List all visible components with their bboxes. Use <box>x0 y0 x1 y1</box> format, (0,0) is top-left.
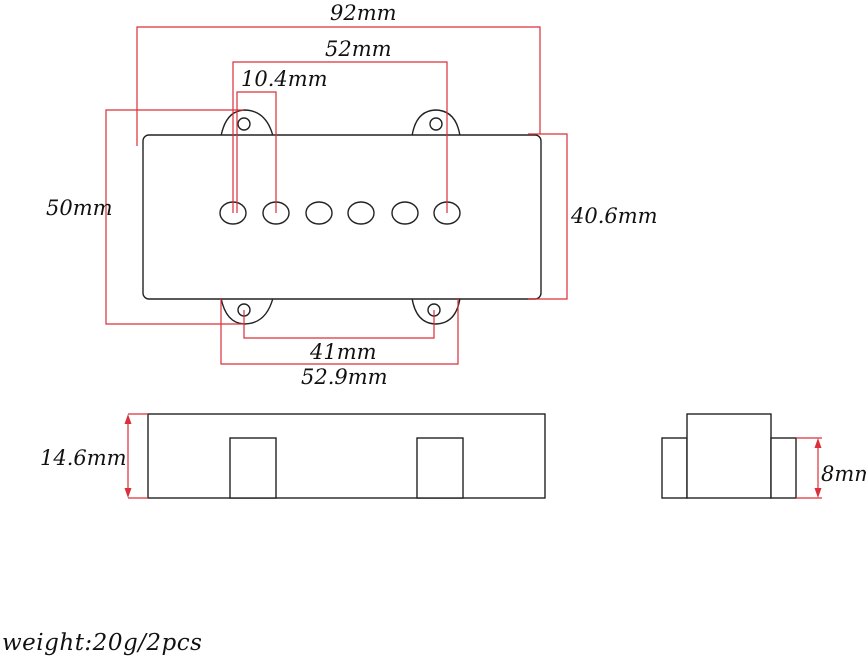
end-view: 8mm <box>661 413 866 499</box>
label-pole-spacing: 10.4mm <box>241 67 328 91</box>
dimension-pole-span: 52mm <box>232 37 448 213</box>
dimension-bottom-mount-spacing: 41mm <box>243 310 435 364</box>
end-flange-left <box>661 437 688 499</box>
weight-note: weight:20g/2pcs <box>2 630 203 656</box>
dimension-side-depth: 14.6mm <box>40 413 148 499</box>
label-cover-height: 40.6mm <box>570 204 658 228</box>
pole-piece <box>391 201 419 225</box>
side-body <box>147 413 546 499</box>
top-view: 92mm 52mm 10.4mm 50mm 40.6mm 41mm <box>46 1 658 389</box>
dimension-end-depth: 8mm <box>796 437 866 499</box>
label-bottom-mount-spacing: 41mm <box>309 340 377 364</box>
dimension-overall-height: 50mm <box>46 109 244 325</box>
mount-hole-top-right <box>429 117 443 131</box>
pole-piece <box>305 201 333 225</box>
pole-piece <box>347 201 375 225</box>
pickup-cover <box>142 134 542 300</box>
label-bottom-mount-outer: 52.9mm <box>301 365 388 389</box>
side-foot-right <box>416 437 464 499</box>
label-side-depth: 14.6mm <box>40 446 127 470</box>
dimension-bottom-mount-outer: 52.9mm <box>220 298 459 389</box>
end-flange-right <box>770 437 797 499</box>
pole-pieces <box>219 201 461 225</box>
label-overall-height: 50mm <box>46 196 113 220</box>
mount-hole-top-left <box>237 117 251 131</box>
label-pole-span: 52mm <box>325 37 392 61</box>
label-end-depth: 8mm <box>821 462 866 486</box>
dimension-cover-height: 40.6mm <box>528 133 658 300</box>
label-overall-length: 92mm <box>330 1 397 25</box>
end-body <box>686 413 772 499</box>
side-foot-left <box>229 437 277 499</box>
dimension-pole-spacing: 10.4mm <box>236 67 328 213</box>
dimension-overall-length: 92mm <box>136 1 541 146</box>
side-view: 14.6mm <box>40 413 546 499</box>
